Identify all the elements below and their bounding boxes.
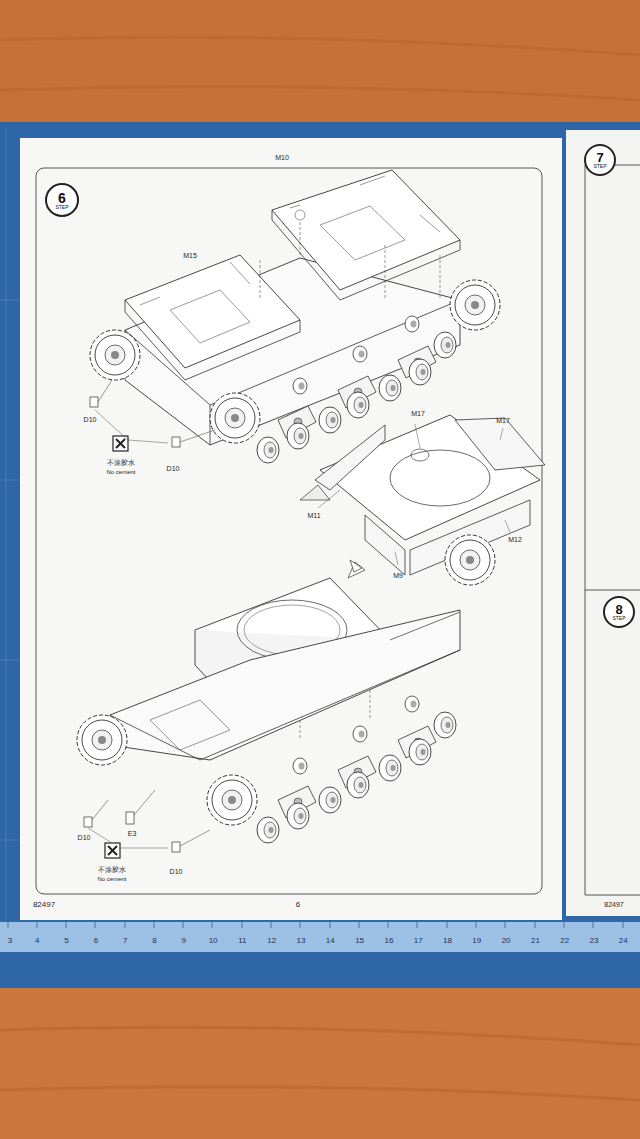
note-text: No cement bbox=[106, 469, 135, 476]
note-text: 不涂胶水 bbox=[98, 866, 126, 874]
ruler-number: 3 bbox=[8, 937, 12, 946]
ruler-number: 13 bbox=[297, 937, 306, 946]
part-number: M15 bbox=[183, 252, 197, 260]
step-badge: 7STEP bbox=[584, 144, 616, 176]
part-number: D10 bbox=[84, 416, 97, 424]
ruler-number: 14 bbox=[326, 937, 335, 946]
page-code: 82497 bbox=[604, 901, 623, 909]
step-badge: 6STEP bbox=[45, 183, 79, 217]
ruler-number: 18 bbox=[443, 937, 452, 946]
part-number: D10 bbox=[170, 868, 183, 876]
ruler-number: 10 bbox=[209, 937, 218, 946]
page-number: 6 bbox=[296, 901, 300, 910]
ruler-number: 23 bbox=[590, 937, 599, 946]
part-number: M9 bbox=[393, 572, 403, 580]
ruler-number: 21 bbox=[531, 937, 540, 946]
part-number: E3 bbox=[128, 830, 137, 838]
ruler-number: 22 bbox=[560, 937, 569, 946]
page-code: 82497 bbox=[33, 901, 55, 910]
ruler-number: 7 bbox=[123, 937, 127, 946]
ruler-number: 16 bbox=[384, 937, 393, 946]
step-badge: 8STEP bbox=[603, 596, 635, 628]
part-number: D10 bbox=[78, 834, 91, 842]
ruler-number: 15 bbox=[355, 937, 364, 946]
ruler-number: 19 bbox=[472, 937, 481, 946]
step-word: STEP bbox=[55, 205, 68, 210]
step-word: STEP bbox=[612, 616, 625, 621]
ruler-number: 24 bbox=[619, 937, 628, 946]
part-number: M17 bbox=[496, 417, 510, 425]
ruler-number: 5 bbox=[64, 937, 68, 946]
step-number: 6 bbox=[58, 191, 66, 205]
ruler-number: 4 bbox=[35, 937, 39, 946]
ruler-number: 6 bbox=[94, 937, 98, 946]
part-number: M17 bbox=[411, 410, 425, 418]
part-number: M10 bbox=[275, 154, 289, 162]
part-number: D10 bbox=[167, 465, 180, 473]
part-number: M11 bbox=[307, 512, 320, 520]
step-number: 7 bbox=[596, 151, 603, 164]
ruler-number: 9 bbox=[182, 937, 186, 946]
ruler-number: 8 bbox=[152, 937, 156, 946]
part-number: M12 bbox=[508, 536, 522, 544]
note-text: 不涂胶水 bbox=[107, 459, 135, 467]
note-text: No cement bbox=[97, 876, 126, 883]
ruler-number: 17 bbox=[414, 937, 423, 946]
ruler-number: 12 bbox=[267, 937, 276, 946]
step-word: STEP bbox=[593, 164, 606, 169]
ruler-number: 20 bbox=[502, 937, 511, 946]
ruler-number: 11 bbox=[238, 937, 246, 946]
step-number: 8 bbox=[615, 603, 622, 616]
